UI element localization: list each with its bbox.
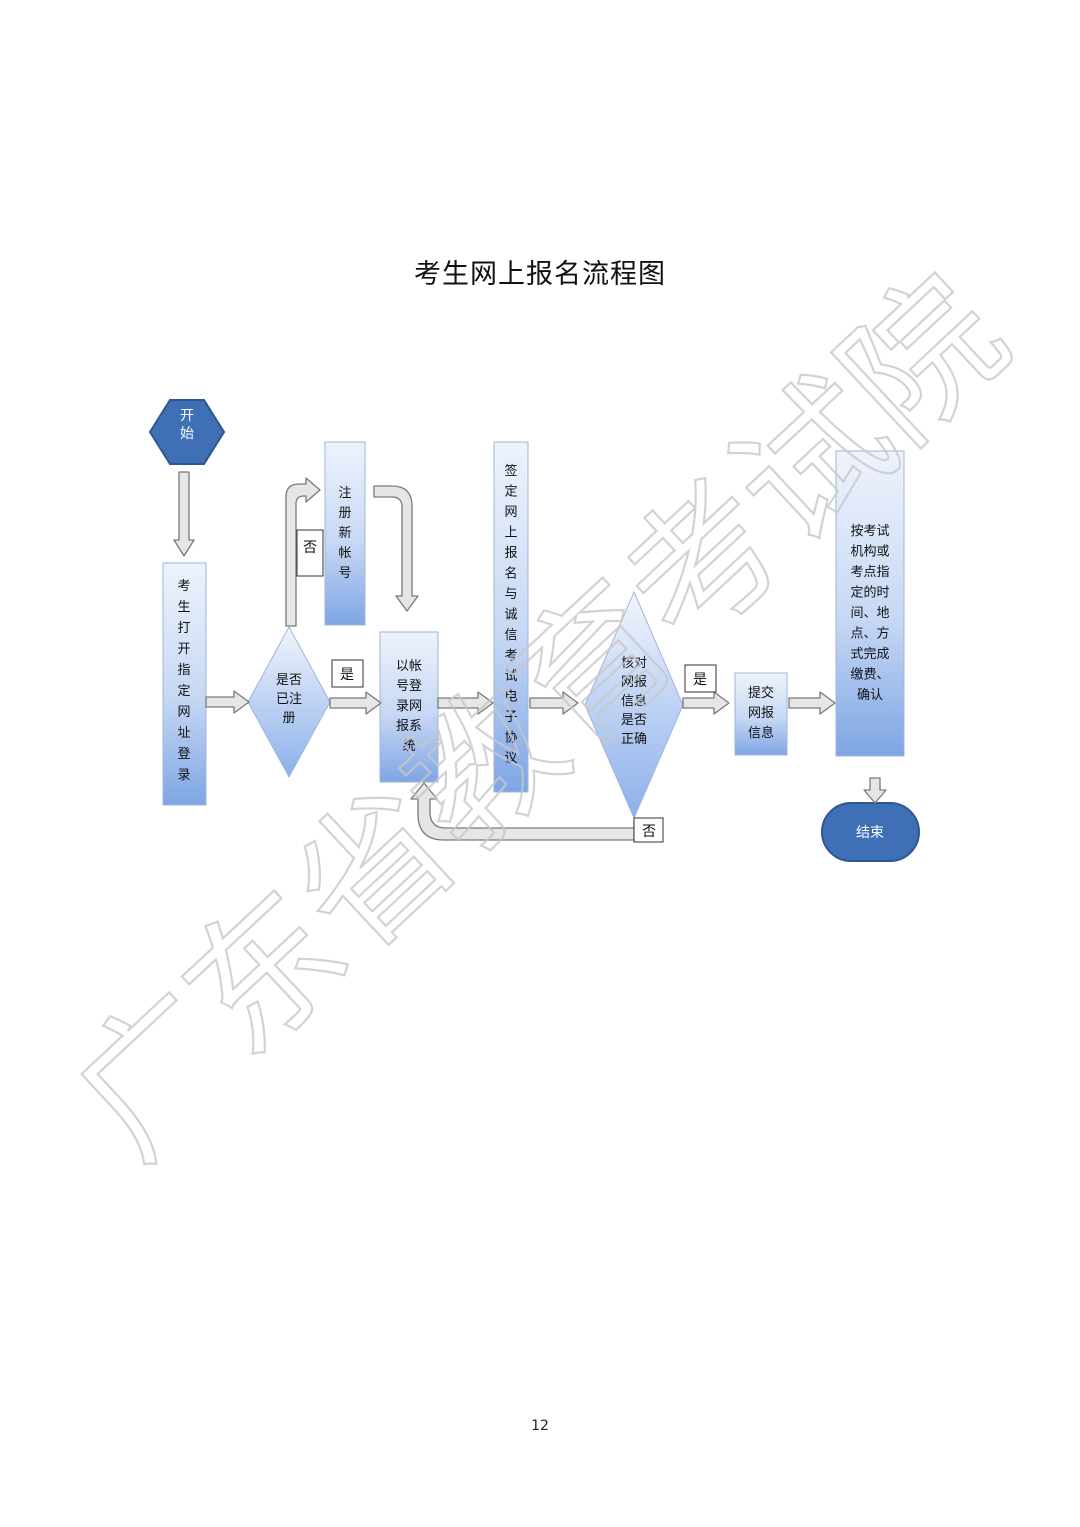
svg-text:是: 是 — [340, 667, 354, 683]
arrow-start-to-visit — [173, 471, 195, 557]
sign-agreement-box — [493, 441, 529, 793]
svg-text:否: 否 — [303, 540, 317, 556]
submit-box — [734, 672, 788, 756]
arrow-pay-to-end — [863, 777, 887, 804]
start-node — [148, 399, 226, 465]
edge-label-incorrect: 否 — [633, 817, 664, 843]
page-number: 12 — [531, 1418, 549, 1434]
edge-label-registered: 是 — [331, 659, 364, 688]
verify-info-label: 核对网报信息是否正确 — [621, 656, 647, 747]
login-label: 以帐号登录网报系统 — [396, 659, 422, 754]
arrow-visit-to-decision — [205, 690, 250, 714]
arrow-verify-to-submit — [682, 691, 730, 715]
end-node — [821, 802, 920, 862]
is-registered-label: 是否已注册 — [276, 673, 302, 726]
svg-text:是: 是 — [693, 672, 707, 688]
end-label: 结束 — [856, 825, 884, 841]
edge-label-correct: 是 — [684, 664, 717, 693]
login-box — [379, 631, 439, 783]
submit-label: 提交网报信息 — [748, 685, 774, 741]
start-label: 开始 — [180, 408, 194, 442]
register-label: 注册新帐号 — [338, 486, 351, 581]
arrow-login-to-sign — [437, 691, 494, 715]
arrow-decision-to-login — [329, 691, 382, 715]
visit-site-label: 考生打开指定网址登录 — [177, 579, 190, 783]
arrow-submit-to-pay — [788, 691, 836, 715]
is-registered-decision — [247, 625, 331, 779]
visit-site-box — [162, 562, 207, 806]
arrow-verify-to-login — [410, 782, 635, 841]
arrow-register-to-login — [373, 485, 419, 612]
register-box — [324, 441, 366, 626]
pay-confirm-box — [835, 450, 905, 757]
arrow-decision-to-register — [285, 477, 321, 627]
sign-agreement-label: 签定网上报名与诚信考试电子协议 — [504, 463, 517, 766]
edge-label-not-registered: 否 — [296, 529, 324, 577]
svg-text:否: 否 — [642, 824, 656, 840]
page-title: 考生网上报名流程图 — [414, 259, 666, 290]
arrow-sign-to-verify — [529, 691, 579, 715]
pay-confirm-label: 按考试机构或考点指定的时间、地点、方式完成缴费、确认 — [850, 524, 889, 703]
